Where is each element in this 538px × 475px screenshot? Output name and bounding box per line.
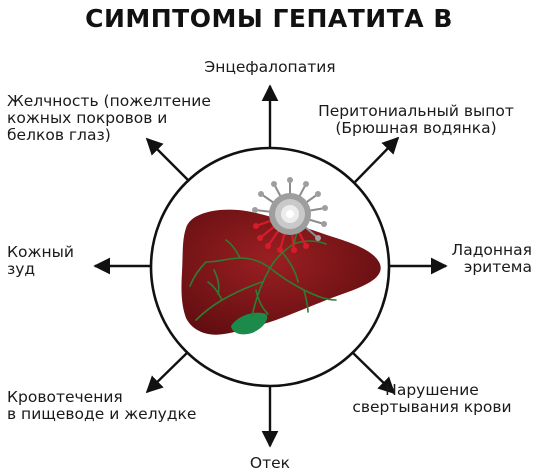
symptom-top-left: Желчность (пожелтение кожных покровов и … xyxy=(7,93,211,144)
symptom-line: свертывания крови xyxy=(352,398,512,416)
page-title: СИМПТОМЫ ГЕПАТИТА В xyxy=(85,4,453,33)
symptom-line: Кожный xyxy=(7,243,74,261)
symptom-top-right: Перитониальный выпот (Брюшная водянка) xyxy=(300,103,532,137)
symptom-top: Энцефалопатия xyxy=(190,59,350,76)
symptom-bottom-left: Кровотечения в пищеводе и желудке xyxy=(7,389,196,423)
vessels-icon xyxy=(189,221,337,321)
virus-icon xyxy=(252,177,328,253)
symptom-line: Кровотечения xyxy=(7,388,123,406)
symptom-line: Отек xyxy=(249,454,291,472)
liver-icon xyxy=(181,209,381,335)
symptom-line: Энцефалопатия xyxy=(204,58,336,76)
arrow-bottom-left xyxy=(145,349,191,394)
arrow-top-left xyxy=(145,137,191,183)
symptom-line: Желчность (пожелтение xyxy=(7,92,211,110)
arrow-top-right xyxy=(354,136,400,183)
arrow-bottom-right xyxy=(351,351,396,395)
gallbladder-icon xyxy=(231,312,268,335)
symptom-line: Перитониальный выпот xyxy=(318,102,514,120)
symptom-line: Нарушение xyxy=(385,381,479,399)
symptom-left: Кожный зуд xyxy=(7,244,74,278)
symptom-bottom: Отек xyxy=(230,455,310,472)
symptom-line: зуд xyxy=(7,260,36,278)
symptom-line: (Брюшная водянка) xyxy=(335,119,497,137)
symptom-line: эритема xyxy=(463,258,532,276)
symptom-right: Ладонная эритема xyxy=(430,242,532,276)
symptom-line: кожных покровов и xyxy=(7,109,168,127)
symptom-arrows xyxy=(93,84,448,448)
symptom-line: в пищеводе и желудке xyxy=(7,405,197,423)
symptom-line: Ладонная xyxy=(451,241,532,259)
symptom-bottom-right: Нарушение свертывания крови xyxy=(332,382,532,416)
symptom-line: белков глаз) xyxy=(7,126,111,144)
